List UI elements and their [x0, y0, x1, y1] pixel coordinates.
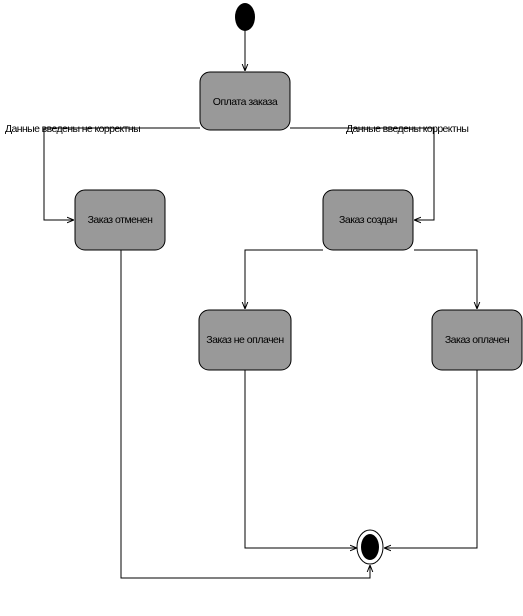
transition-cancelled-to-final [120, 250, 370, 579]
state-paid-label: Заказ оплачен [445, 334, 510, 346]
initial-state [235, 3, 255, 31]
transition-label-incorrect: Данные введены не корректны [5, 123, 140, 135]
transition-created-to-paid [414, 249, 477, 309]
state-payment: Оплата заказа [199, 71, 291, 131]
transition-payment-to-created [290, 127, 435, 220]
state-cancelled-label: Заказ отменен [88, 214, 154, 226]
transition-not-paid-to-final [244, 370, 357, 548]
state-not-paid-label: Заказ не оплачен [206, 334, 284, 346]
transition-paid-to-final [384, 370, 478, 548]
transition-payment-to-cancelled [43, 127, 200, 220]
state-created: Заказ создан [322, 189, 414, 251]
state-not-paid: Заказ не оплачен [198, 309, 292, 371]
state-created-label: Заказ создан [339, 214, 398, 226]
state-paid: Заказ оплачен [431, 309, 523, 371]
state-cancelled: Заказ отменен [74, 189, 166, 251]
final-state [356, 529, 384, 565]
state-payment-label: Оплата заказа [213, 96, 278, 108]
transition-label-correct: Данные введены корректны [346, 123, 468, 135]
transition-created-to-not-paid [245, 249, 323, 309]
